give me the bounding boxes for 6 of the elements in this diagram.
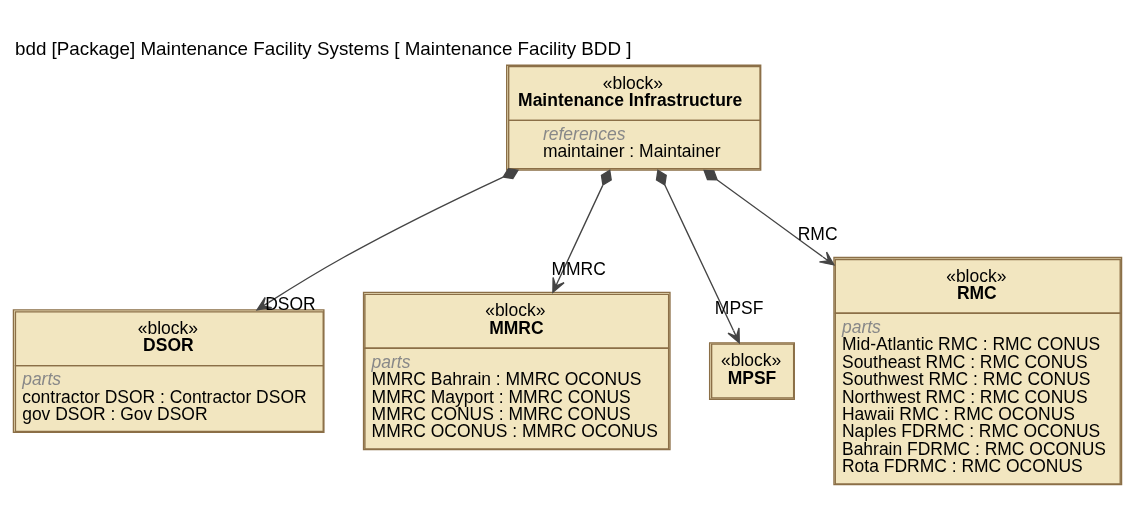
arrow (703, 169, 835, 266)
arrow (655, 168, 740, 343)
arrow (552, 168, 612, 293)
edge-label: MPSF (714, 297, 764, 318)
diagram-title: bdd [Package] Maintenance Facility Systems [ Maintenance Facility BDD ] (15, 37, 632, 59)
edge-label: RMC (797, 223, 838, 244)
